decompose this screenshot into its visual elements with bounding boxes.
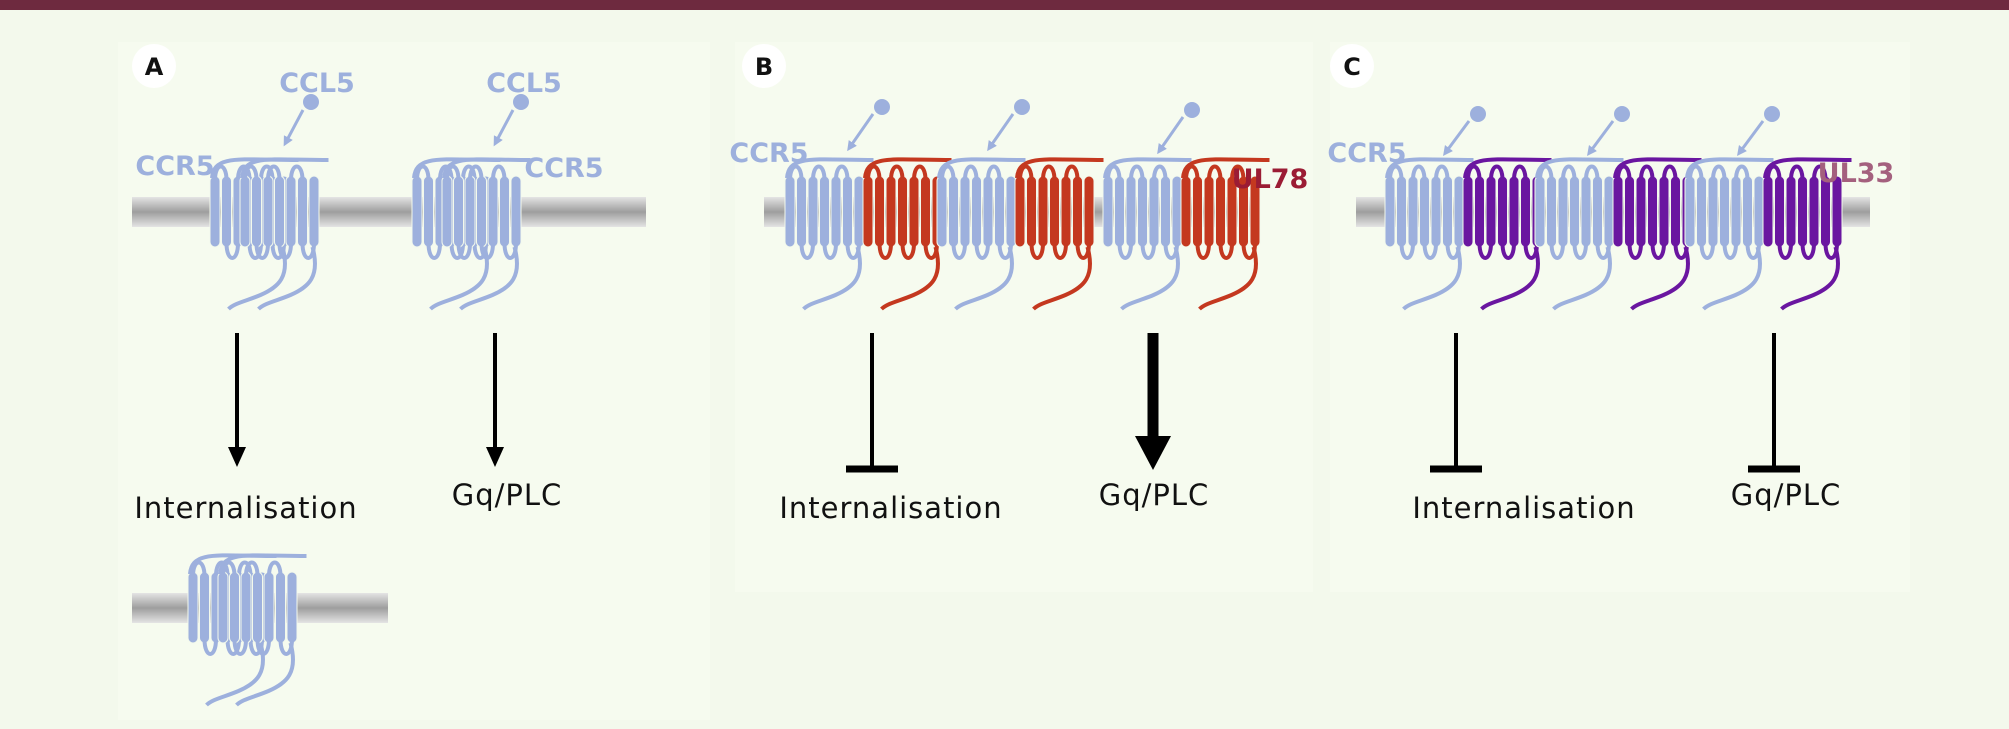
panel-a-membrane xyxy=(132,197,646,227)
ccr5-label: CCR5 xyxy=(729,138,808,169)
ligand-ccl5 xyxy=(493,94,529,147)
outcome-internalisation: Internalisation xyxy=(134,491,357,525)
ccr5-receptor xyxy=(1384,157,1474,311)
ligand-ccl5 xyxy=(987,99,1030,152)
ccr5-receptor xyxy=(1534,157,1624,311)
arrow-gq-plc xyxy=(486,333,504,467)
ccl5-label: CCL5 xyxy=(486,68,562,99)
top-border-bar xyxy=(0,0,2009,10)
ul78-label: UL78 xyxy=(1232,164,1309,195)
outcome-gq-plc: Gq/PLC xyxy=(452,478,563,512)
panel-b-background xyxy=(735,42,1313,592)
ccr5-ul78-heterodimer xyxy=(936,157,1104,311)
panel-a-letter: A xyxy=(145,53,164,81)
panel-b-letter: B xyxy=(755,53,773,81)
panel-c-letter: C xyxy=(1343,53,1361,81)
inhibition-internalisation xyxy=(1430,333,1482,473)
panel-b-badge xyxy=(742,44,786,88)
inhibition-internalisation xyxy=(846,333,898,473)
panel-c-badge xyxy=(1330,44,1374,88)
viral-receptor xyxy=(1180,157,1270,311)
ligand-ccl5 xyxy=(283,94,319,147)
panel-a-badge xyxy=(132,44,176,88)
ccr5-dimer-internalised xyxy=(187,553,307,707)
ligand-ccl5 xyxy=(1443,106,1486,157)
panel-c-background xyxy=(1330,42,1910,592)
enhanced-arrow-gq-plc xyxy=(1135,333,1171,470)
ccr5-receptor xyxy=(1102,157,1192,311)
ccr5-label: CCR5 xyxy=(524,153,603,184)
ccr5-dimer xyxy=(209,157,329,311)
ccr5-ul33-heterodimer xyxy=(1684,157,1852,311)
outcome-gq-plc: Gq/PLC xyxy=(1099,478,1210,512)
ligand-ccl5 xyxy=(1587,106,1630,157)
ccr5-label: CCR5 xyxy=(135,151,214,182)
ccr5-receptor xyxy=(784,157,874,311)
arrow-internalisation xyxy=(228,333,246,467)
ccr5-dimer xyxy=(411,157,531,311)
viral-receptor xyxy=(1014,157,1104,311)
ccr5-receptor xyxy=(217,553,307,707)
ligand-ccl5 xyxy=(1737,106,1780,157)
ccr5-receptor xyxy=(239,157,329,311)
viral-receptor xyxy=(1762,157,1852,311)
ligand-ccl5 xyxy=(1157,102,1200,155)
ul33-label: UL33 xyxy=(1818,158,1895,189)
ccl5-label: CCL5 xyxy=(279,68,355,99)
outcome-internalisation: Internalisation xyxy=(779,491,1002,525)
outcome-gq-plc: Gq/PLC xyxy=(1731,478,1842,512)
inhibition-gq-plc xyxy=(1748,333,1800,473)
ccr5-receptor xyxy=(936,157,1026,311)
ccr5-receptor xyxy=(441,157,531,311)
ligand-ccl5 xyxy=(847,99,890,152)
ccr5-ul78-heterodimer xyxy=(784,157,952,311)
ccr5-receptor xyxy=(1684,157,1774,311)
outcome-internalisation: Internalisation xyxy=(1412,491,1635,525)
ccr5-label: CCR5 xyxy=(1327,138,1406,169)
ccr5-ul78-heterodimer xyxy=(1102,157,1270,311)
